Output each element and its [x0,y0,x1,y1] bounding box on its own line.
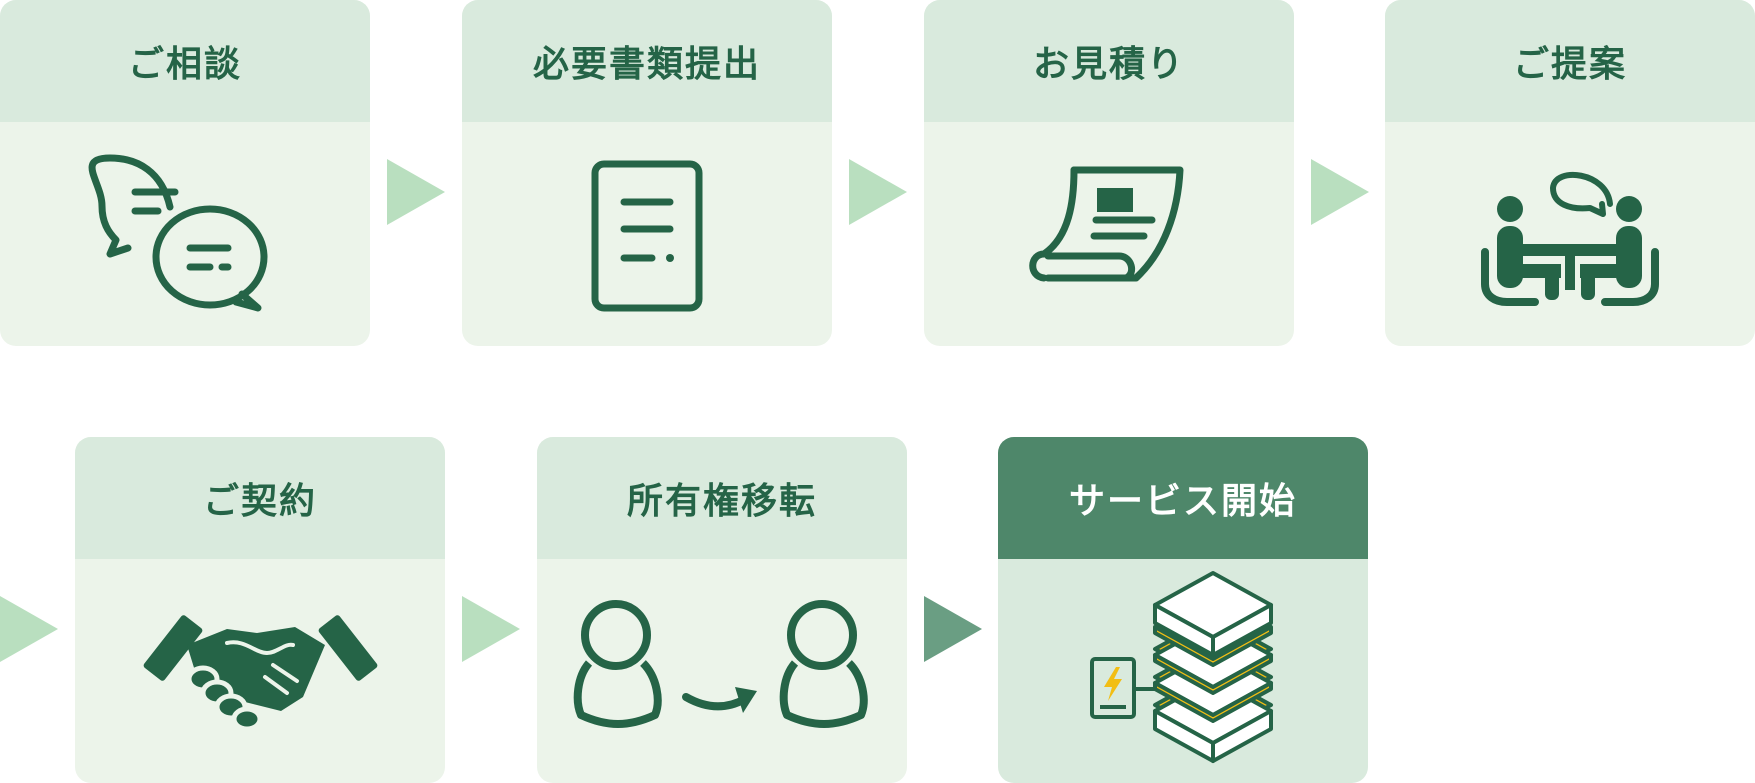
document-icon [591,160,703,312]
handshake-icon [143,615,378,732]
flow-arrow [924,596,982,662]
step-contract: ご契約 [75,437,445,783]
step-ownership-transfer: 所有権移転 [537,437,907,783]
battery-storage-icon [1090,571,1273,763]
step-title: ご契約 [75,437,445,559]
chat-bubbles-icon [88,154,268,312]
meeting-icon [1481,172,1659,306]
step-title: ご相談 [0,0,370,122]
step-consultation: ご相談 [0,0,370,346]
step-title: 必要書類提出 [462,0,832,122]
step-documents: 必要書類提出 [462,0,832,346]
step-service-start: サービス開始 [998,437,1368,783]
scroll-icon [1029,166,1184,282]
step-title: ご提案 [1385,0,1755,122]
step-proposal: ご提案 [1385,0,1755,346]
step-title: サービス開始 [998,437,1368,559]
flow-arrow [1311,159,1369,225]
flow-arrow [387,159,445,225]
flow-arrow [462,596,520,662]
step-title: お見積り [924,0,1294,122]
ownership-transfer-icon [573,600,868,728]
flow-arrow [0,596,58,662]
flow-arrow [849,159,907,225]
step-title: 所有権移転 [537,437,907,559]
step-estimate: お見積り [924,0,1294,346]
